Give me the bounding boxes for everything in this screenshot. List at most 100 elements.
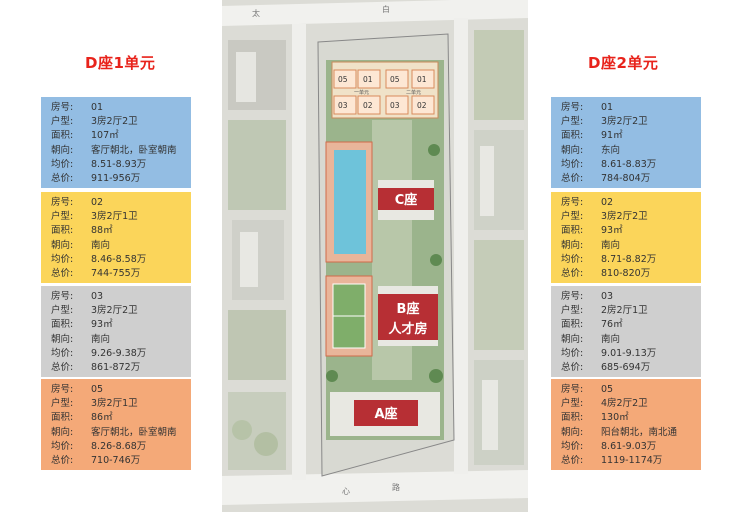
label-no: 房号: [51, 384, 74, 395]
right-column-title: D座2单元 [588, 54, 659, 72]
road-char: 白 [382, 4, 390, 14]
room-no: 02 [91, 197, 104, 208]
room-layout: 3房2厅1卫 [91, 211, 138, 223]
room-no: 05 [91, 384, 104, 395]
unit-box [411, 69, 435, 89]
room-total: 911-956万 [91, 173, 141, 185]
room-unit-price: 8.51-8.93万 [91, 158, 147, 170]
label-no: 房号: [561, 384, 584, 395]
tree [428, 144, 440, 156]
building-c-label: C座 [395, 192, 418, 208]
label-orient: 朝向: [51, 144, 74, 156]
label-orient: 朝向: [51, 333, 74, 345]
label-total: 总价: [561, 268, 584, 280]
label-area: 面积: [561, 130, 584, 142]
building-a-label-box [354, 400, 418, 426]
label-no: 房号: [51, 197, 74, 208]
unit-label: 02 [363, 101, 373, 110]
room-unit-price: 9.01-9.13万 [601, 347, 657, 359]
label-unit-price: 均价: [51, 253, 74, 265]
unit-caption: 二单元 [406, 89, 421, 96]
room-unit-price: 8.46-8.58万 [91, 253, 147, 265]
building-a-label: A座 [374, 406, 397, 422]
unit-label: 03 [338, 101, 348, 110]
room-layout: 3房2厅2卫 [601, 211, 648, 223]
room-orient: 南向 [601, 333, 621, 345]
label-unit-price: 均价: [561, 347, 584, 359]
tree [254, 432, 278, 456]
room-area: 86㎡ [91, 412, 113, 424]
block [480, 146, 494, 216]
building-b-label-2: 人才房 [388, 321, 427, 337]
unit-label: 01 [363, 75, 373, 84]
label-total: 总价: [561, 362, 584, 374]
label-layout: 户型: [561, 211, 584, 223]
unit-box [333, 69, 357, 89]
right-unit-card-01: 房号:01 户型:3房2厅2卫 面积:91㎡ 朝向:东向 均价:8.61-8.8… [551, 97, 701, 188]
room-no: 02 [601, 197, 614, 208]
label-layout: 户型: [51, 211, 74, 223]
left-column-title: D座1单元 [85, 54, 156, 72]
room-area: 107㎡ [91, 130, 119, 142]
label-orient: 朝向: [561, 144, 584, 156]
building-b-label-box [378, 294, 438, 340]
label-no: 房号: [561, 102, 584, 113]
label-layout: 户型: [51, 398, 74, 410]
block [474, 30, 524, 120]
room-total: 744-755万 [91, 268, 141, 280]
room-no: 05 [601, 384, 614, 395]
block [474, 240, 524, 350]
room-area: 91㎡ [601, 130, 623, 142]
block [482, 380, 498, 450]
tree [232, 420, 252, 440]
building-b-label-1: B座 [397, 301, 420, 317]
room-area: 93㎡ [601, 225, 623, 237]
block [236, 52, 256, 102]
label-no: 房号: [561, 197, 584, 208]
room-area: 93㎡ [91, 319, 113, 331]
room-layout: 3房2厅1卫 [91, 398, 138, 410]
room-unit-price: 8.61-8.83万 [601, 158, 657, 170]
unit-box [385, 95, 409, 115]
label-area: 面积: [561, 319, 584, 331]
left-unit-card-02: 房号:02 户型:3房2厅1卫 面积:88㎡ 朝向:南向 均价:8.46-8.5… [41, 192, 191, 283]
room-area: 88㎡ [91, 225, 113, 237]
building-c-label-box [378, 188, 434, 210]
label-layout: 户型: [51, 116, 74, 128]
room-total: 784-804万 [601, 173, 651, 185]
road-left-vertical [292, 24, 306, 480]
label-area: 面积: [51, 130, 74, 142]
label-layout: 户型: [561, 398, 584, 410]
room-total: 1119-1174万 [601, 455, 663, 467]
right-unit-card-05: 房号:05 户型:4房2厅2卫 面积:130㎡ 朝向:阳台朝北，南北通 均价:8… [551, 379, 701, 470]
label-orient: 朝向: [51, 426, 74, 438]
label-area: 面积: [561, 412, 584, 424]
unit-label: 03 [390, 101, 400, 110]
label-total: 总价: [51, 268, 74, 280]
unit-box [411, 95, 435, 115]
label-no: 房号: [51, 291, 74, 302]
room-area: 76㎡ [601, 319, 623, 331]
room-orient: 南向 [91, 239, 111, 251]
unit-label: 05 [390, 75, 400, 84]
label-unit-price: 均价: [51, 158, 74, 170]
block [228, 120, 286, 210]
label-unit-price: 均价: [561, 440, 584, 452]
left-unit-card-01: 房号:01 户型:3房2厅2卫 面积:107㎡ 朝向:客厅朝北，卧室朝南 均价:… [41, 97, 191, 188]
label-orient: 朝向: [51, 239, 74, 251]
room-total: 810-820万 [601, 268, 651, 280]
label-orient: 朝向: [561, 426, 584, 438]
room-orient: 阳台朝北，南北通 [601, 426, 678, 438]
label-layout: 户型: [561, 116, 584, 128]
room-total: 710-746万 [91, 455, 141, 467]
label-total: 总价: [561, 455, 584, 467]
room-total: 861-872万 [91, 362, 141, 374]
room-unit-price: 8.71-8.82万 [601, 253, 657, 265]
label-layout: 户型: [51, 305, 74, 317]
road-char: 路 [392, 482, 400, 492]
room-layout: 2房2厅1卫 [601, 305, 648, 317]
tree [326, 370, 338, 382]
unit-box [385, 69, 409, 89]
left-unit-card-05: 房号:05 户型:3房2厅1卫 面积:86㎡ 朝向:客厅朝北，卧室朝南 均价:8… [41, 379, 191, 470]
label-total: 总价: [51, 173, 74, 185]
